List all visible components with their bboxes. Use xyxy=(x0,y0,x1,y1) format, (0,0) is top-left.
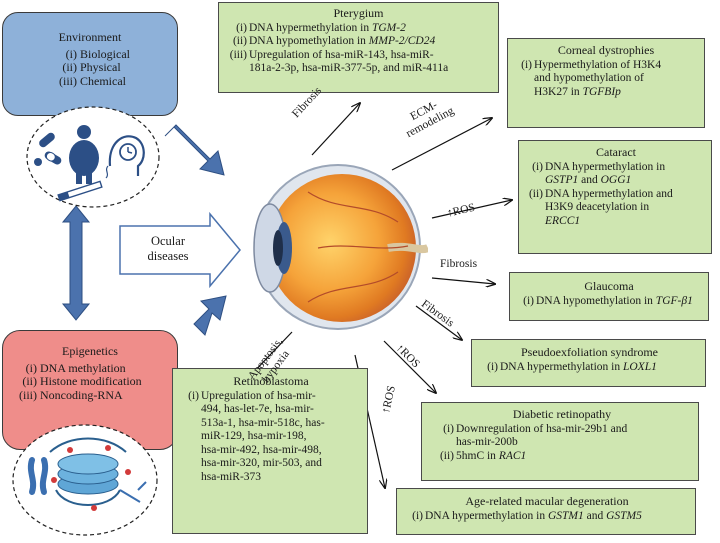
retinoblastoma-title: Retinoblastoma xyxy=(233,374,309,388)
label-fibrosis-glaucoma: Fibrosis xyxy=(440,258,478,270)
diabetic-title: Diabetic retinopathy xyxy=(512,407,612,421)
cigarette-icon xyxy=(57,165,109,202)
dna-nucleosome-icon xyxy=(49,437,147,511)
pterygium-item: (i)DNA hypermethylation in TGM-2 xyxy=(236,21,406,34)
environment-title: Environment xyxy=(58,30,122,44)
environment-box: Environment (i) Biological (ii) Physical… xyxy=(2,12,178,116)
pseudoexfoliation-title: Pseudoexfoliation syndrome xyxy=(521,345,658,359)
pterygium-box: Pterygium (i)DNA hypermethylation in TGM… xyxy=(218,2,499,93)
chromosome-icon xyxy=(27,457,49,495)
amd-item: (i)DNA hypermethylation in GSTM1 and GST… xyxy=(412,509,642,522)
glaucoma-item: (i)DNA hypomethylation in TGF-β1 xyxy=(523,294,693,307)
retinoblastoma-box: Retinoblastoma (i)Upregulation of hsa-mi… xyxy=(172,368,368,534)
arrow-cataract xyxy=(431,200,512,219)
epigenetics-item: (iii) Noncoding-RNA xyxy=(19,387,123,402)
corneal-title: Corneal dystrophies xyxy=(557,43,655,57)
amd-title: Age-related macular degeneration xyxy=(465,494,629,508)
pterygium-item: (ii)DNA hypomethylation in MMP-2/CD24 xyxy=(232,35,436,47)
cataract-title: Cataract xyxy=(596,145,636,159)
diabetic-retinopathy-box: Diabetic retinopathy (i)Downregulation o… xyxy=(421,402,699,481)
environment-item: (i) Biological xyxy=(65,46,130,61)
ocular-diseases-arrow xyxy=(119,211,241,289)
pterygium-title: Pterygium xyxy=(333,6,384,20)
environment-illustration xyxy=(26,106,160,208)
ocular-diseases-label: Ocular diseases xyxy=(147,234,189,263)
arrow-corneal xyxy=(391,118,492,171)
epigenetics-title: Epigenetics xyxy=(62,344,118,358)
eye-anatomy-icon xyxy=(253,164,428,330)
amd-box: Age-related macular degeneration (i)DNA … xyxy=(396,488,696,535)
arrow-pxf xyxy=(415,305,462,340)
diabetic-item: (ii)5hmC in RAC1 xyxy=(439,449,527,462)
environment-item: (iii) Chemical xyxy=(59,73,126,88)
clock-head-icon xyxy=(108,135,145,176)
environment-to-eye-arrow xyxy=(164,124,225,176)
pseudoexfoliation-item: (i)DNA hypermethylation in LOXL1 xyxy=(487,360,657,373)
epigenetics-illustration xyxy=(12,424,158,536)
corneal-dystrophies-box: Corneal dystrophies (i)Hypermethylation … xyxy=(507,38,705,128)
glaucoma-title: Glaucoma xyxy=(584,279,634,293)
retinoblastoma-item: (i)Upregulation of hsa-mir-494, has-let-… xyxy=(188,389,325,483)
env-epi-double-arrow xyxy=(61,205,91,321)
epigenetics-item: (ii) Histone modification xyxy=(22,374,142,388)
obesity-icon xyxy=(69,125,99,184)
epigenetics-to-eye-arrow xyxy=(193,295,227,336)
glaucoma-box: Glaucoma (i)DNA hypomethylation in TGF-β… xyxy=(509,272,709,321)
environment-item: (ii) Physical xyxy=(62,60,121,74)
epigenetics-item: (i) DNA methylation xyxy=(25,360,126,375)
pterygium-item: (iii)Upregulation of hsa-miR-143, hsa-mi… xyxy=(229,48,449,75)
arrow-diabetic xyxy=(383,340,436,393)
arrow-pterygium xyxy=(311,103,360,156)
arrow-glaucoma xyxy=(431,277,495,284)
pseudoexfoliation-box: Pseudoexfoliation syndrome (i)DNA hyperm… xyxy=(471,339,706,387)
pills-icon xyxy=(34,132,62,166)
